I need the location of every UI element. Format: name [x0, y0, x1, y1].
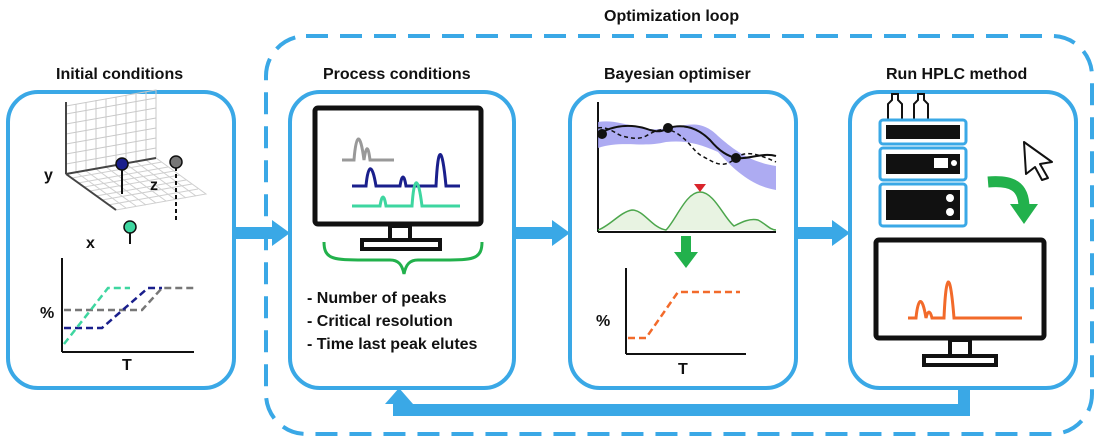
sample-point-teal	[123, 220, 137, 244]
axis-percent-label: %	[596, 313, 610, 330]
chromatogram-gray	[342, 137, 394, 162]
cursor-arrow-icon	[1023, 141, 1053, 181]
arrow-process-to-bayesian	[516, 220, 570, 246]
gradient-line-gray	[64, 286, 194, 312]
acquisition-function	[597, 191, 777, 231]
uncertainty-band	[598, 121, 776, 190]
gradient-plot-bayesian: % T	[596, 268, 746, 378]
floor-grid	[64, 157, 208, 211]
metric-critical-resolution: - Critical resolution	[307, 313, 453, 330]
chromatogram-orange	[908, 280, 1022, 320]
chromatogram-navy	[352, 153, 460, 188]
axis-t-label: T	[678, 361, 688, 378]
bayesian-plot	[597, 102, 777, 233]
sample-point-gray	[169, 155, 183, 222]
hplc-instrument-icon	[878, 93, 968, 228]
stage-title-hplc: Run HPLC method	[886, 66, 1028, 83]
axis-t-label: T	[122, 357, 132, 374]
solvent-bottles	[887, 93, 929, 121]
axis-percent-label: %	[40, 305, 54, 322]
stage-title-bayesian: Bayesian optimiser	[604, 66, 751, 83]
gradient-line-teal	[63, 286, 130, 345]
acquisition-max-marker	[694, 184, 706, 192]
back-wall-grid	[65, 89, 157, 174]
metric-number-of-peaks: - Number of peaks	[307, 290, 447, 307]
sample-point-navy	[115, 157, 129, 194]
optimised-gradient-line	[628, 290, 740, 340]
metric-time-last-peak: - Time last peak elutes	[307, 336, 478, 353]
monitor-icon	[873, 237, 1047, 367]
observation-point-2	[663, 123, 673, 133]
loop-label: Optimization loop	[604, 8, 740, 25]
axis-y-label: y	[44, 167, 53, 184]
curved-arrow-icon	[987, 176, 1038, 224]
gradient-plot-initial: % T	[40, 258, 194, 374]
return-loop-arrow	[385, 388, 970, 416]
observation-point-3	[731, 153, 741, 163]
arrow-bayesian-to-hplc	[798, 220, 850, 246]
gradient-line-navy	[64, 286, 162, 330]
process-metrics-list: - Number of peaks - Critical resolution …	[307, 287, 477, 356]
axes-3d	[65, 102, 157, 211]
panel-initial-conditions	[6, 90, 236, 390]
monitor-icon	[312, 105, 484, 251]
arrow-initial-to-process	[236, 220, 290, 246]
stage-title-process: Process conditions	[323, 66, 471, 83]
axis-x-label: x	[86, 235, 95, 252]
plot-3d-initial: y z x	[44, 89, 208, 252]
chromatogram-teal	[352, 181, 460, 208]
stage-title-initial: Initial conditions	[56, 66, 184, 83]
observation-point-1	[597, 129, 607, 139]
brace-icon	[322, 241, 484, 275]
axis-z-label: z	[150, 177, 158, 194]
down-arrow-icon	[674, 236, 698, 268]
